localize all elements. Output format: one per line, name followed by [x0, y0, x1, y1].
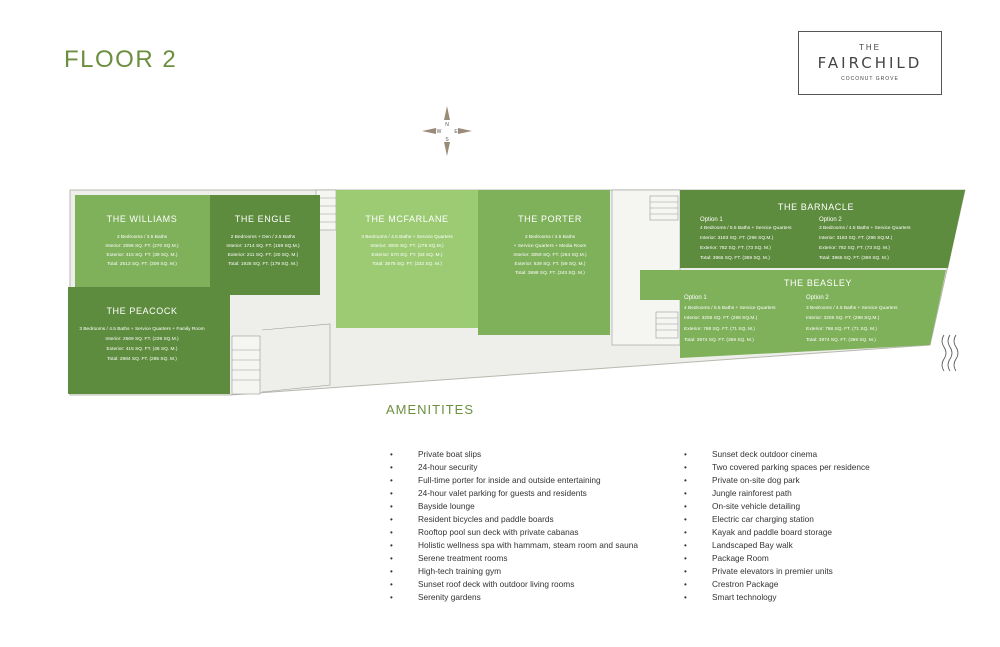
amenity-item: Serene treatment rooms: [390, 552, 638, 565]
compass-e: E: [454, 129, 458, 135]
barnacle-option2-line: Total: 3965 SQ. FT. (369 SQ. M.): [819, 255, 889, 261]
beasley-option1-line: Interior: 3206 SQ. FT. (298 SQ.M.): [684, 315, 758, 321]
logo-the: THE: [859, 43, 881, 52]
beasley-option2-line: Interior: 3206 SQ. FT. (298 SQ.M.): [806, 315, 880, 321]
beasley-option1-label: Option 1: [684, 295, 707, 301]
beasley-name: THE BEASLEY: [784, 278, 852, 288]
amenity-item: Electric car charging station: [684, 513, 870, 526]
engle-line: Interior: 1714 SQ. FT. (159 SQ.M.): [226, 243, 300, 249]
unit-williams[interactable]: [75, 195, 210, 290]
beasley-option1-line: Total: 3974 SQ. FT. (369 SQ. M.): [684, 337, 754, 343]
engle-line: Total: 1925 SQ. FT. (179 SQ. M.): [228, 261, 298, 267]
amenity-item: Sunset deck outdoor cinema: [684, 448, 870, 461]
barnacle-option2-line: Exterior: 782 SQ. FT. (73 SQ. M.): [819, 245, 890, 251]
unit-mcfarlane[interactable]: [336, 190, 478, 328]
barnacle-name: THE BARNACLE: [778, 202, 854, 212]
williams-line: Interior: 2098 SQ. FT. (270 SQ.M.): [105, 243, 179, 249]
beasley-option2-label: Option 2: [806, 295, 829, 301]
unit-beasley[interactable]: [640, 270, 946, 358]
compass-s: S: [445, 137, 449, 143]
beasley-option2-line: 3 Bedrooms / 4.5 Baths + Service Quarter…: [806, 305, 898, 311]
beasley-option2-line: Exterior: 768 SQ. FT. (71 SQ. M.): [806, 326, 877, 332]
amenity-item: Smart technology: [684, 591, 870, 604]
amenity-item: Sunset roof deck with outdoor living roo…: [390, 578, 638, 591]
amenity-item: 24-hour security: [390, 461, 638, 474]
compass-w: W: [437, 129, 442, 135]
porter-line: 3 Bedrooms / 4.5 Baths: [525, 234, 576, 240]
engle-line: Exterior: 211 SQ. FT. (20 SQ. M.): [228, 252, 299, 258]
compass-n: N: [445, 122, 449, 128]
porter-line: Exterior: 639 SQ. FT. (59 SQ. M.): [515, 261, 586, 267]
logo-subtitle: COCONUT GROVE: [841, 76, 899, 82]
barnacle-option1-line: Exterior: 782 SQ. FT. (73 SQ. M.): [700, 245, 771, 251]
unit-engle[interactable]: [210, 195, 320, 295]
williams-line: Total: 2513 SQ. FT. (309 SQ. M.): [107, 261, 177, 267]
mcfarlane-name: THE MCFARLANE: [365, 214, 448, 224]
amenity-item: Private boat slips: [390, 448, 638, 461]
amenity-item: Kayak and paddle board storage: [684, 526, 870, 539]
amenity-item: High-tech training gym: [390, 565, 638, 578]
mcfarlane-line: Interior: 3005 SQ. FT. (279 SQ.M.): [370, 243, 444, 249]
amenity-item: Two covered parking spaces per residence: [684, 461, 870, 474]
amenity-item: Full-time porter for inside and outside …: [390, 474, 638, 487]
peacock-line: Total: 2984 SQ. FT. (285 SQ. M.): [107, 356, 177, 362]
peacock-line: 3 Bedrooms / 4.5 Baths + Service Quarter…: [79, 326, 204, 332]
porter-name: THE PORTER: [518, 214, 582, 224]
barnacle-option1-line: Interior: 3183 SQ. FT. (296 SQ.M.): [700, 235, 774, 241]
unit-barnacle[interactable]: [680, 190, 965, 268]
barnacle-option1-line: Total: 3965 SQ. FT. (369 SQ. M.): [700, 255, 770, 261]
water-waves-icon: [941, 334, 959, 372]
peacock-name: THE PEACOCK: [106, 306, 177, 316]
amenity-item: Serenity gardens: [390, 591, 638, 604]
fairchild-logo: THE FAIRCHILD COCONUT GROVE: [798, 31, 942, 95]
amenity-item: 24-hour valet parking for guests and res…: [390, 487, 638, 500]
beasley-option1-line: Exterior: 768 SQ. FT. (71 SQ. M.): [684, 326, 755, 332]
amenity-item: Package Room: [684, 552, 870, 565]
mcfarlane-line: Total: 3575 SQ. FT. (332 SQ. M.): [372, 261, 442, 267]
mcfarlane-line: Exterior: 570 SQ. FT. (53 SQ. M.): [372, 252, 443, 258]
barnacle-option2-label: Option 2: [819, 217, 842, 223]
amenity-item: On-site vehicle detailing: [684, 500, 870, 513]
amenity-item: Resident bicycles and paddle boards: [390, 513, 638, 526]
peacock-line: Interior: 2569 SQ. FT. (239 SQ.M.): [105, 336, 179, 342]
williams-name: THE WILLIAMS: [107, 214, 178, 224]
amenity-item: Holistic wellness spa with hammam, steam…: [390, 539, 638, 552]
amenity-item: Crestron Package: [684, 578, 870, 591]
logo-name: FAIRCHILD: [817, 54, 923, 72]
amenity-item: Private on-site dog park: [684, 474, 870, 487]
compass-icon: N S W E: [422, 106, 472, 156]
engle-name: THE ENGLE: [235, 214, 291, 224]
mcfarlane-line: 3 Bedrooms / 4.5 Baths + Service Quarter…: [361, 234, 453, 240]
barnacle-option2-line: 3 Bedrooms / 4.5 Baths + Service Quarter…: [819, 225, 911, 231]
beasley-option1-line: 4 Bedrooms / 5.5 Baths + Service Quarter…: [684, 305, 776, 311]
williams-line: Exterior: 415 SQ. FT. (39 SQ. M.): [107, 252, 178, 258]
stair-core: [231, 189, 681, 395]
engle-line: 2 Bedrooms + Den / 2.5 Baths: [231, 234, 296, 240]
williams-line: 3 Bedrooms / 3.5 Baths: [117, 234, 168, 240]
amenities-list-left: Private boat slips 24-hour security Full…: [390, 448, 638, 604]
barnacle-option1-line: 4 Bedrooms / 5.5 Baths + Service Quarter…: [700, 225, 792, 231]
unit-peacock[interactable]: [68, 287, 230, 394]
amenity-item: Landscaped Bay walk: [684, 539, 870, 552]
porter-line: Interior: 3059 SQ. FT. (284 SQ.M.): [513, 252, 587, 258]
amenity-item: Bayside lounge: [390, 500, 638, 513]
amenities-list-right: Sunset deck outdoor cinema Two covered p…: [684, 448, 870, 604]
amenity-item: Rooftop pool sun deck with private caban…: [390, 526, 638, 539]
porter-line: + Service Quarters + Media Room: [514, 243, 587, 249]
beasley-option2-line: Total: 3974 SQ. FT. (369 SQ. M.): [806, 337, 876, 343]
floor-title: FLOOR 2: [64, 46, 178, 73]
unit-porter[interactable]: [478, 190, 610, 335]
amenity-item: Private elevators in premier units: [684, 565, 870, 578]
peacock-line: Exterior: 415 SQ. FT. (46 SQ. M.): [107, 346, 178, 352]
barnacle-option2-line: Interior: 3183 SQ. FT. (296 SQ.M.): [819, 235, 893, 241]
barnacle-option1-label: Option 1: [700, 217, 723, 223]
porter-line: Total: 3698 SQ. FT. (343 SQ. M.): [515, 270, 585, 276]
amenity-item: Jungle rainforest path: [684, 487, 870, 500]
amenities-title: AMENITITES: [386, 402, 475, 417]
